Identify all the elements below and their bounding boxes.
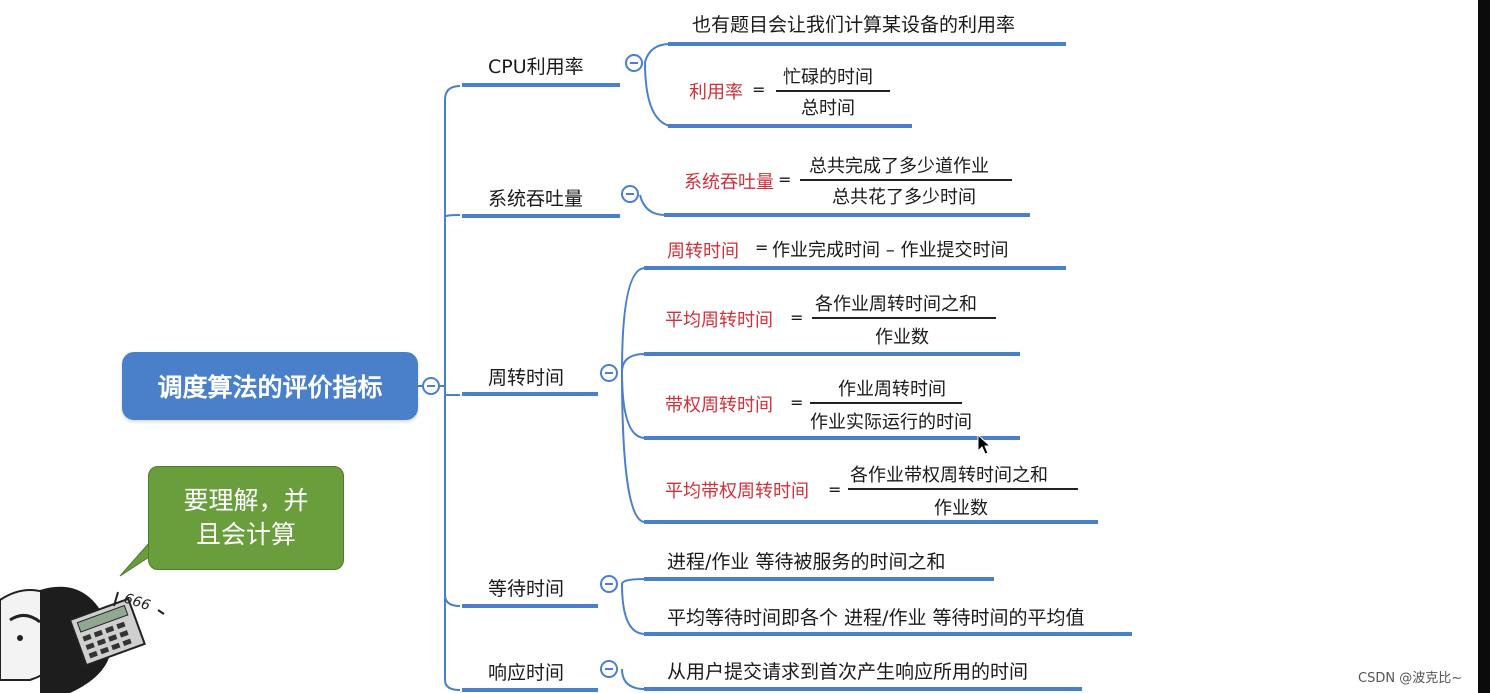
branch-throughput-collapse-icon[interactable] (621, 185, 639, 203)
branch-cpu-utilization[interactable]: CPU利用率 (488, 56, 584, 78)
meme-calculator-illustration: 666 (0, 586, 165, 693)
leaf-cpu-formula-name: 利用率 (689, 82, 743, 103)
branch-cpu-collapse-icon[interactable] (625, 54, 643, 72)
leaf-weighted-turnaround-fraction-bar (810, 402, 962, 404)
leaf-cpu-numerator: 忙碌的时间 (783, 67, 873, 88)
leaf-avg-weighted-turnaround-denominator: 作业数 (934, 498, 988, 519)
leaf-avg-weighted-turnaround-name: 平均带权周转时间 (665, 481, 809, 502)
branch-throughput[interactable]: 系统吞吐量 (488, 188, 584, 210)
right-edge-bar (1478, 0, 1490, 693)
trunk-top (444, 85, 461, 101)
root-node[interactable]: 调度算法的评价指标 (122, 352, 418, 420)
leaf-throughput-formula-name: 系统吞吐量 (684, 172, 774, 193)
leaf-turnaround-name: 周转时间 (667, 241, 739, 262)
branch-waiting-collapse-icon[interactable] (600, 575, 618, 593)
leaf-weighted-turnaround-denominator: 作业实际运行的时间 (810, 412, 972, 433)
branch-waiting-time[interactable]: 等待时间 (488, 578, 565, 600)
leaf-cpu-fraction-bar (776, 90, 890, 92)
leaf-avg-weighted-turnaround-numerator: 各作业带权周转时间之和 (850, 465, 1048, 486)
sticker-666-text: 666 (122, 591, 152, 615)
branch-turnaround-time[interactable]: 周转时间 (488, 367, 565, 389)
leaf-cpu-equals: = (752, 80, 766, 99)
branch-response-time[interactable]: 响应时间 (488, 662, 565, 684)
leaf-avg-turnaround-fraction-bar (812, 317, 996, 319)
leaf-cpu-note: 也有题目会让我们计算某设备的利用率 (692, 14, 1016, 36)
leaf-turnaround-definition: 作业完成时间 – 作业提交时间 (772, 240, 1009, 261)
leaf-waiting-sum: 进程/作业 等待被服务的时间之和 (667, 551, 946, 573)
speech-bubble-line-1: 要理解，并 (183, 486, 309, 515)
speech-bubble-line-2: 且会计算 (195, 520, 296, 549)
leaf-response-definition: 从用户提交请求到首次产生响应所用的时间 (667, 661, 1029, 683)
leaf-avg-turnaround-denominator: 作业数 (875, 327, 929, 348)
leaf-turnaround-equals: = (755, 238, 769, 257)
leaf-avg-weighted-turnaround-fraction-bar (848, 488, 1078, 490)
branch-response-collapse-icon[interactable] (600, 660, 618, 678)
leaf-throughput-fraction-bar (800, 179, 1012, 181)
leaf-avg-turnaround-numerator: 各作业周转时间之和 (815, 294, 977, 315)
leaf-throughput-numerator: 总共完成了多少道作业 (809, 156, 989, 177)
leaf-throughput-denominator: 总共花了多少时间 (832, 187, 976, 208)
mouse-cursor-icon (977, 434, 992, 455)
leaf-throughput-equals: = (778, 170, 792, 189)
leaf-weighted-turnaround-equals: = (790, 393, 804, 412)
leaf-waiting-average: 平均等待时间即各个 进程/作业 等待时间的平均值 (667, 607, 1085, 629)
leaf-cpu-denominator: 总时间 (801, 98, 855, 119)
root-collapse-icon[interactable] (422, 377, 440, 395)
leaf-weighted-turnaround-name: 带权周转时间 (665, 395, 773, 416)
speech-bubble: 要理解，并 且会计算 (148, 466, 344, 570)
leaf-avg-turnaround-name: 平均周转时间 (665, 310, 773, 331)
csdn-watermark: CSDN @波克比~ (1358, 671, 1463, 686)
branch-turnaround-collapse-icon[interactable] (600, 364, 618, 382)
leaf-avg-turnaround-equals: = (790, 308, 804, 327)
leaf-avg-weighted-turnaround-equals: = (828, 480, 842, 499)
leaf-weighted-turnaround-numerator: 作业周转时间 (838, 379, 946, 400)
